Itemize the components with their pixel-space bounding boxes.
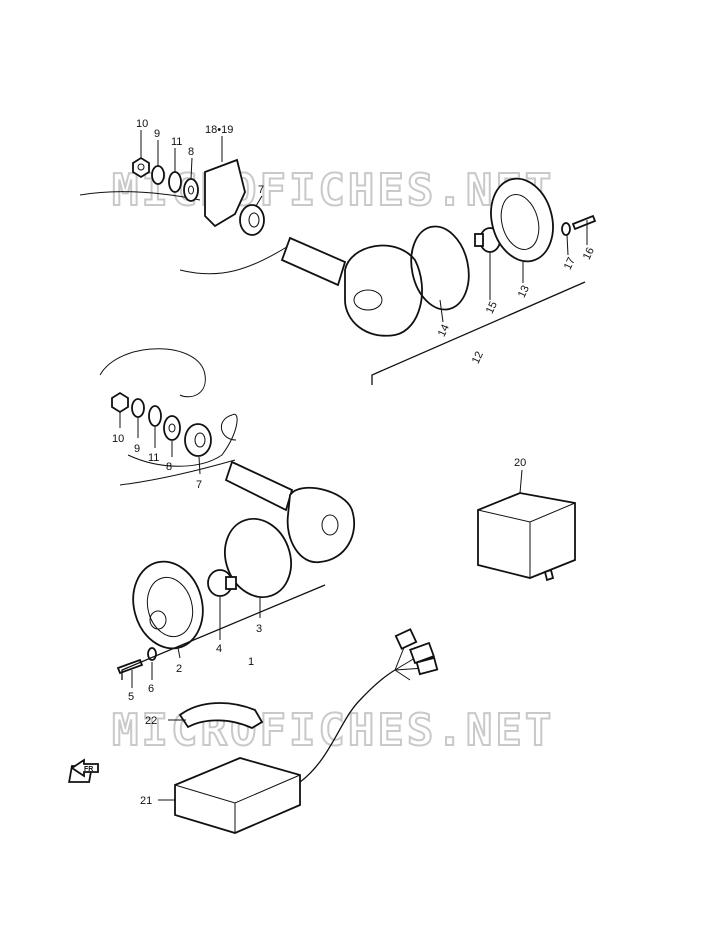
callout-mid-5: 5: [128, 691, 134, 703]
callout-top-14: 14: [436, 323, 452, 339]
mid-grommet-7: [184, 423, 212, 457]
callout-top-10: 10: [136, 118, 148, 130]
callout-mid-9: 9: [134, 443, 140, 455]
callout-mid-7: 7: [196, 479, 202, 491]
top-stem: [280, 236, 347, 287]
callout-mid-6: 6: [148, 683, 154, 695]
callout-top-15: 15: [484, 300, 500, 316]
mid-stem: [224, 460, 294, 512]
callout-top-13: 13: [516, 284, 532, 300]
callout-mid-3: 3: [256, 623, 262, 635]
top-assembly-bracket: [371, 281, 586, 385]
front-arrow-icon: [70, 758, 99, 778]
mid-wire-loop: [127, 413, 238, 467]
flasher-body: [174, 757, 301, 834]
callout-mid-8: 8: [166, 461, 172, 473]
connector-a: [394, 628, 418, 650]
wire-clip-22: [168, 702, 264, 730]
watermark-bottom: MICROFICHES.NET: [112, 705, 554, 756]
top-housing: [344, 244, 423, 337]
front-marker-text: FR: [84, 766, 93, 773]
relay-20: [477, 469, 576, 582]
callout-mid-11: 11: [148, 452, 159, 464]
connector-c: [415, 656, 439, 676]
top-nut-10: [132, 156, 150, 179]
callout-clip-22: 22: [145, 715, 157, 727]
top-wire-upper: [79, 191, 201, 201]
callout-top-11: 11: [171, 136, 182, 148]
mid-washer-11: [148, 405, 162, 427]
mid-nut-10: [111, 391, 129, 414]
mid-lens-2: [132, 560, 204, 650]
top-turn-signal-assembly: [79, 156, 597, 385]
mid-assembly-bracket: [121, 584, 326, 680]
front-direction-marker: FR: [70, 758, 99, 778]
mid-gasket-3: [224, 517, 292, 599]
clip-body: [178, 702, 264, 730]
callout-top-12: 12: [470, 350, 486, 366]
top-bracket-18-19: [204, 158, 246, 228]
callout-mid-2: 2: [176, 663, 182, 675]
callout-relay-20: 20: [514, 457, 526, 469]
mid-washer-9: [131, 398, 145, 418]
callout-top-9: 9: [154, 128, 160, 140]
callout-top-7: 7: [258, 184, 264, 196]
top-gasket-14: [410, 225, 470, 311]
top-washer-8: [183, 178, 199, 202]
top-washer-11: [168, 171, 182, 193]
mid-washer-8: [163, 415, 181, 441]
mid-wire-lower: [119, 459, 236, 486]
mid-wire-upper: [99, 348, 206, 398]
flasher-harness: [299, 669, 396, 783]
callout-top-8: 8: [188, 146, 194, 158]
callout-mid-1: 1: [248, 656, 254, 668]
callout-mid-4: 4: [216, 643, 222, 655]
callout-top-17: 17: [562, 256, 578, 272]
callout-top-16: 16: [581, 246, 597, 262]
top-grommet-7: [239, 204, 265, 236]
top-screw-16: [571, 214, 597, 231]
mid-housing: [286, 486, 355, 563]
top-wire-lower: [179, 244, 291, 275]
callout-top-18-19: 18•19: [205, 124, 233, 136]
relay-body: [477, 492, 576, 579]
callout-flasher-21: 21: [140, 795, 152, 807]
callout-mid-10: 10: [112, 433, 124, 445]
top-washer-17: [561, 222, 571, 236]
mid-turn-signal-assembly: [99, 348, 355, 680]
top-washer-9: [151, 165, 165, 185]
